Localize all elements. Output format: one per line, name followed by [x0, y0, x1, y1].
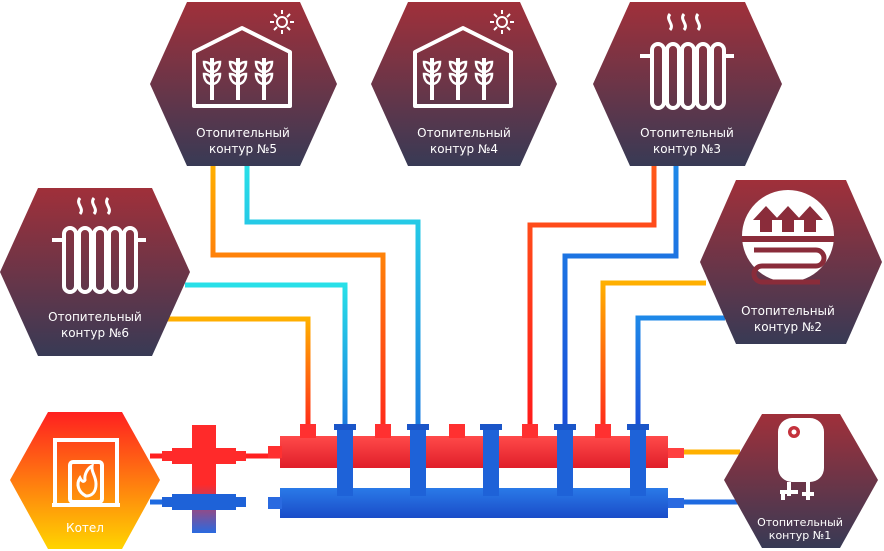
- manifold-outlets: [300, 424, 649, 496]
- pipe-c5-return: [244, 165, 421, 428]
- circuit-3-title: Отопительный: [640, 126, 734, 140]
- pipe-c2-supply: [600, 280, 706, 428]
- hydraulic-separator: [162, 425, 246, 533]
- boiler[interactable]: Котел: [10, 412, 160, 549]
- sun-icon: [270, 10, 294, 34]
- radiator-icon: [52, 197, 146, 294]
- pipe-c3-supply: [527, 165, 657, 428]
- return-manifold: [268, 488, 684, 518]
- pipe-c2-return: [635, 315, 725, 428]
- circuit-5-number: контур №5: [209, 142, 277, 156]
- greenhouse-icon: [192, 26, 292, 108]
- circuit-6[interactable]: Отопительный контур №6: [0, 188, 190, 356]
- circuit-5[interactable]: Отопительный контур №5: [150, 2, 337, 166]
- supply-manifold: [268, 436, 684, 468]
- circuit-1-number: контур №1: [769, 529, 831, 542]
- circuit-1-title: Отопительный: [757, 516, 843, 529]
- underfloor-heating-icon: [742, 190, 834, 285]
- radiator-icon: [640, 13, 734, 110]
- boiler-icon: [52, 438, 120, 507]
- circuit-2-title: Отопительный: [741, 304, 835, 318]
- pipe-c6-supply: [160, 316, 311, 428]
- circuit-2[interactable]: Отопительный контур №2: [700, 180, 882, 344]
- circuit-6-title: Отопительный: [48, 310, 142, 324]
- pipe-c5-supply: [210, 165, 386, 428]
- circuit-5-title: Отопительный: [196, 126, 290, 140]
- circuit-3-number: контур №3: [653, 142, 721, 156]
- circuit-2-number: контур №2: [754, 320, 822, 334]
- circuit-1[interactable]: Отопительный контур №1: [724, 414, 878, 548]
- circuit-3[interactable]: Отопительный контур №3: [593, 2, 782, 166]
- circuit-4-title: Отопительный: [417, 126, 511, 140]
- circuit-4-number: контур №4: [430, 142, 498, 156]
- pipe-c3-return: [562, 165, 679, 428]
- greenhouse-icon: [413, 26, 513, 108]
- pipe-c6-return: [185, 282, 348, 428]
- water-heater-icon: [778, 418, 824, 500]
- circuit-4[interactable]: Отопительный контур №4: [371, 2, 557, 166]
- sun-icon: [490, 10, 514, 34]
- boiler-label: Котел: [66, 521, 104, 535]
- circuit-6-number: контур №6: [61, 326, 129, 340]
